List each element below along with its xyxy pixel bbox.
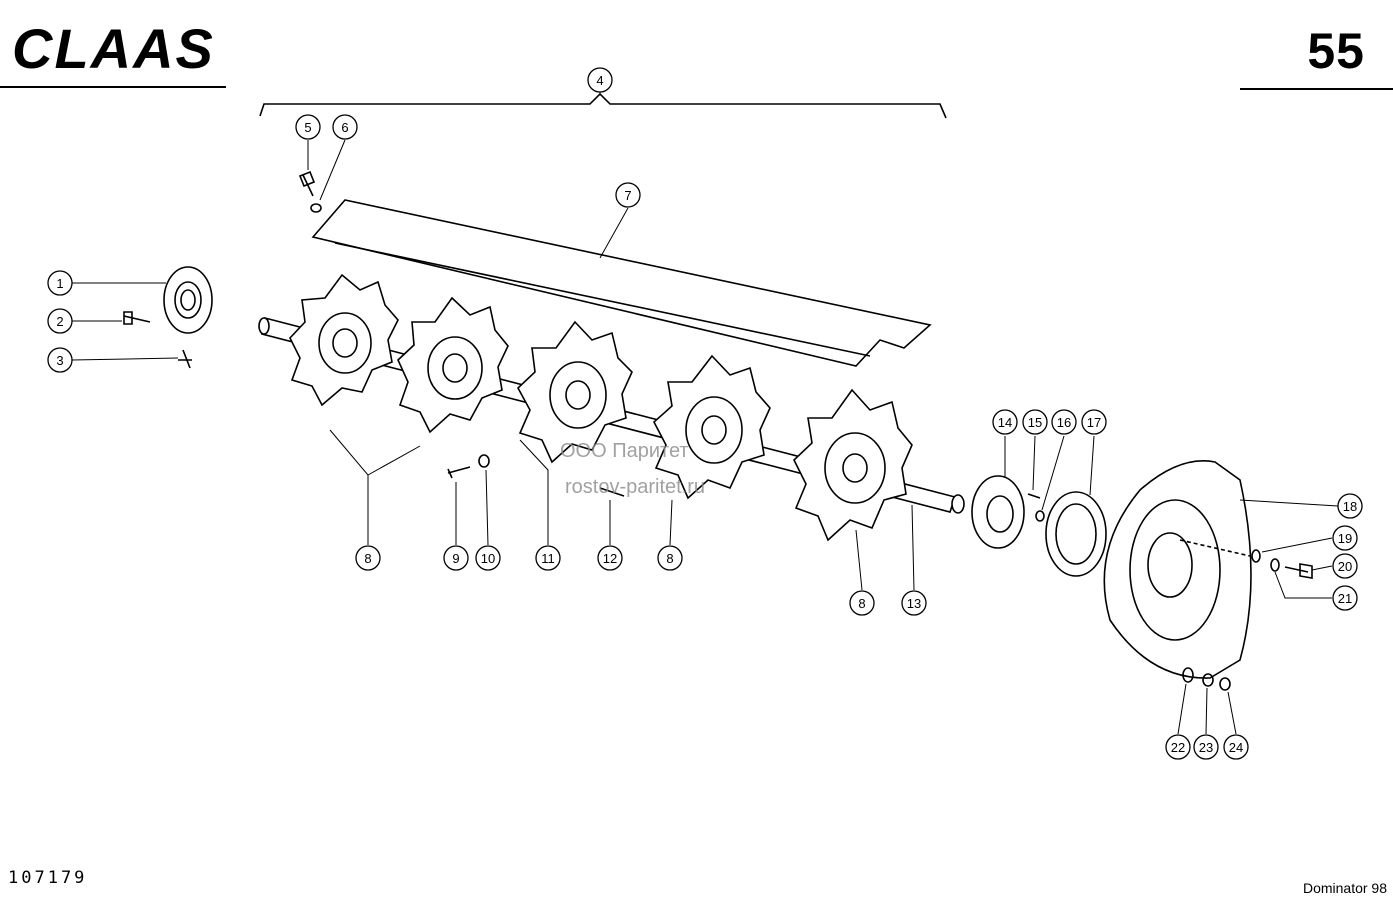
document-number: 107179 [8, 868, 88, 888]
washer-19 [1251, 549, 1261, 563]
svg-text:6: 6 [341, 120, 348, 135]
svg-text:9: 9 [452, 551, 459, 566]
callout-12: 12 [597, 545, 623, 571]
part-22 [1182, 667, 1194, 683]
callout-8b: 8 [657, 545, 683, 571]
part-16 [1035, 510, 1045, 522]
page-number: 55 [1307, 23, 1365, 79]
callout-22: 22 [1165, 734, 1191, 760]
svg-text:24: 24 [1229, 740, 1243, 755]
header-rule-left [0, 86, 226, 88]
svg-text:21: 21 [1338, 591, 1352, 606]
svg-text:15: 15 [1028, 415, 1042, 430]
housing-cover [1103, 460, 1252, 679]
model-name: Dominator 98 [1302, 880, 1387, 896]
cover-plate-edge [334, 242, 871, 357]
part-15 [1027, 493, 1041, 499]
sprocket-4 [653, 354, 771, 500]
callout-15: 15 [1022, 409, 1048, 435]
svg-text:14: 14 [998, 415, 1012, 430]
svg-text:20: 20 [1338, 559, 1352, 574]
svg-text:18: 18 [1343, 499, 1357, 514]
part-23 [1202, 673, 1214, 687]
svg-text:13: 13 [907, 596, 921, 611]
svg-text:11: 11 [541, 551, 555, 566]
callout-10: 10 [475, 545, 501, 571]
watermark-url: rostov-paritet.ru [565, 476, 706, 498]
callout-7: 7 [615, 182, 641, 208]
bolt-20 [1284, 563, 1313, 579]
bolt-9 [447, 466, 471, 479]
svg-text:1: 1 [56, 276, 63, 291]
part-24 [1219, 677, 1231, 691]
svg-text:12: 12 [603, 551, 617, 566]
bolt-5 [298, 170, 316, 197]
flange-bolt [123, 311, 151, 325]
grease-nipple [178, 349, 192, 369]
sprocket-3 [517, 320, 633, 464]
svg-text:CLAAS: CLAAS [12, 18, 215, 78]
callout-5: 5 [295, 114, 321, 140]
svg-text:10: 10 [481, 551, 495, 566]
left-bearing-flange [163, 266, 213, 334]
callout-11: 11 [535, 545, 561, 571]
svg-text:22: 22 [1171, 740, 1185, 755]
svg-text:4: 4 [596, 73, 603, 88]
svg-text:2: 2 [56, 314, 63, 329]
claas-logo: CLAAS [10, 17, 232, 80]
callout-4: 4 [587, 67, 613, 93]
washer-21 [1270, 558, 1280, 572]
svg-text:8: 8 [364, 551, 371, 566]
claas-logo-mark: CLAAS [12, 17, 215, 80]
svg-text:5: 5 [304, 120, 311, 135]
shaft-start [258, 317, 270, 335]
callout-16: 16 [1051, 409, 1077, 435]
callout-9: 9 [443, 545, 469, 571]
callout-13: 13 [901, 590, 927, 616]
center-line [1179, 539, 1251, 557]
svg-text:16: 16 [1057, 415, 1071, 430]
svg-text:7: 7 [624, 188, 631, 203]
right-bearing-flange [971, 475, 1025, 549]
svg-text:19: 19 [1338, 531, 1352, 546]
svg-text:23: 23 [1199, 740, 1213, 755]
nut-10 [478, 454, 490, 468]
assembly-bracket [259, 92, 947, 119]
callout-bubbles: 1 2 3 4 5 6 7 8 9 10 11 12 8 8 13 14 15 … [47, 67, 1363, 760]
washer-6 [310, 203, 322, 213]
callout-23: 23 [1193, 734, 1219, 760]
callout-21: 21 [1332, 585, 1358, 611]
callout-24: 24 [1223, 734, 1249, 760]
callout-8a: 8 [355, 545, 381, 571]
header-rule-right [1240, 88, 1393, 90]
callout-3: 3 [47, 347, 73, 373]
callout-6: 6 [332, 114, 358, 140]
cover-plate [311, 199, 932, 367]
sprocket-1 [289, 273, 399, 407]
svg-text:8: 8 [666, 551, 673, 566]
pin-12 [599, 487, 625, 497]
gasket [1045, 491, 1107, 577]
drawing-linework [123, 92, 1313, 691]
callout-18: 18 [1337, 493, 1363, 519]
callout-17: 17 [1081, 409, 1107, 435]
svg-text:8: 8 [858, 596, 865, 611]
sprocket-2 [397, 296, 509, 434]
shaft-end [951, 494, 965, 514]
callout-1: 1 [47, 270, 73, 296]
callout-2: 2 [47, 308, 73, 334]
leader-lines [71, 92, 1339, 735]
callout-8c: 8 [849, 590, 875, 616]
svg-text:3: 3 [56, 353, 63, 368]
svg-text:17: 17 [1087, 415, 1101, 430]
watermark-company: ООО Паритет [560, 440, 689, 462]
sprocket-5 [793, 388, 913, 542]
callout-14: 14 [992, 409, 1018, 435]
callout-20: 20 [1332, 553, 1358, 579]
callout-19: 19 [1332, 525, 1358, 551]
